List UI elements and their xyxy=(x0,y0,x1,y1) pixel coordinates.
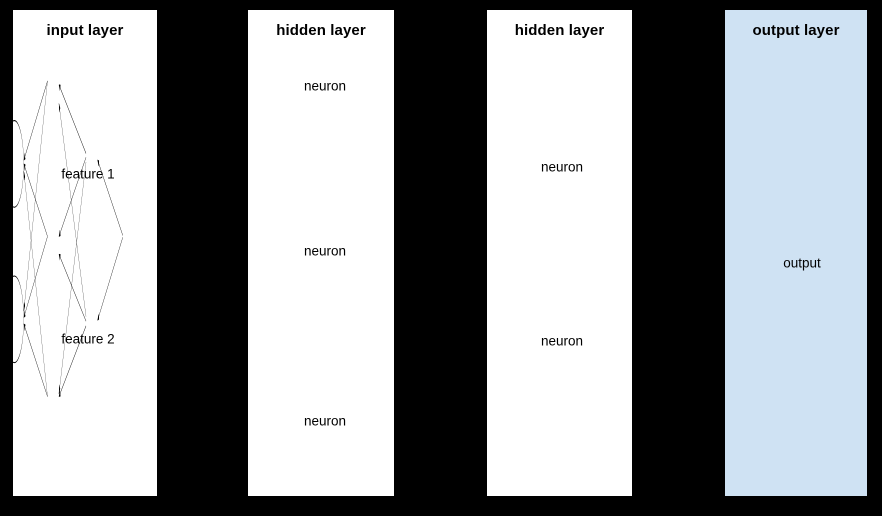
connection-hidden1-neuron-3-to-feature-1 xyxy=(23,170,48,397)
connection-hidden2-neuron-2-to-hidden1-neuron-1 xyxy=(58,102,87,317)
node-label-hidden2-neuron-2: neuron xyxy=(540,333,584,349)
connection-hidden1-neuron-2-to-feature-1 xyxy=(23,163,48,237)
layer-title-hidden-2: hidden layer xyxy=(514,22,605,39)
connection-hidden2-neuron-1-to-hidden1-neuron-1 xyxy=(58,84,87,154)
connection-hidden2-neuron-2-to-hidden1-neuron-3 xyxy=(58,325,87,397)
node-label-output-node: output xyxy=(783,255,821,271)
layer-panel-hidden-2[interactable]: hidden layer neuron neuron xyxy=(487,10,632,496)
node-label-feature-2: feature 2 xyxy=(61,331,115,347)
connection-hidden2-neuron-1-to-hidden1-neuron-2 xyxy=(58,156,87,237)
layer-panel-output[interactable]: output layer output xyxy=(725,10,867,496)
node-feature-1[interactable] xyxy=(13,120,24,208)
connection-hidden1-neuron-3-to-feature-2 xyxy=(23,323,48,397)
node-label-hidden1-neuron-2: neuron xyxy=(303,243,347,259)
node-label-feature-1: feature 1 xyxy=(61,166,115,182)
connection-hidden2-neuron-1-to-hidden1-neuron-3 xyxy=(58,161,87,395)
layer-title-input: input layer xyxy=(46,22,124,39)
layer-title-hidden-1: hidden layer xyxy=(276,22,366,39)
node-label-hidden1-neuron-1: neuron xyxy=(303,78,347,94)
panel-graphics-input xyxy=(13,80,123,397)
node-label-hidden1-neuron-3: neuron xyxy=(303,413,347,429)
connection-hidden1-neuron-1-to-feature-1 xyxy=(23,80,48,161)
node-feature-2[interactable] xyxy=(13,275,24,364)
connection-output-node-to-hidden2-neuron-2 xyxy=(97,236,123,321)
layer-panel-hidden-1[interactable]: hidden layer neuron neuron neuron xyxy=(248,10,394,496)
connection-hidden2-neuron-2-to-hidden1-neuron-2 xyxy=(58,253,87,322)
connection-hidden1-neuron-2-to-feature-2 xyxy=(23,235,48,318)
layer-title-output: output layer xyxy=(752,22,840,39)
layer-panel-input[interactable]: input layer feature 1 feature 2 xyxy=(13,10,157,496)
connection-output-node-to-hidden2-neuron-1 xyxy=(97,159,123,236)
connection-hidden1-neuron-1-to-feature-2 xyxy=(23,80,48,312)
node-label-hidden2-neuron-1: neuron xyxy=(540,159,584,175)
